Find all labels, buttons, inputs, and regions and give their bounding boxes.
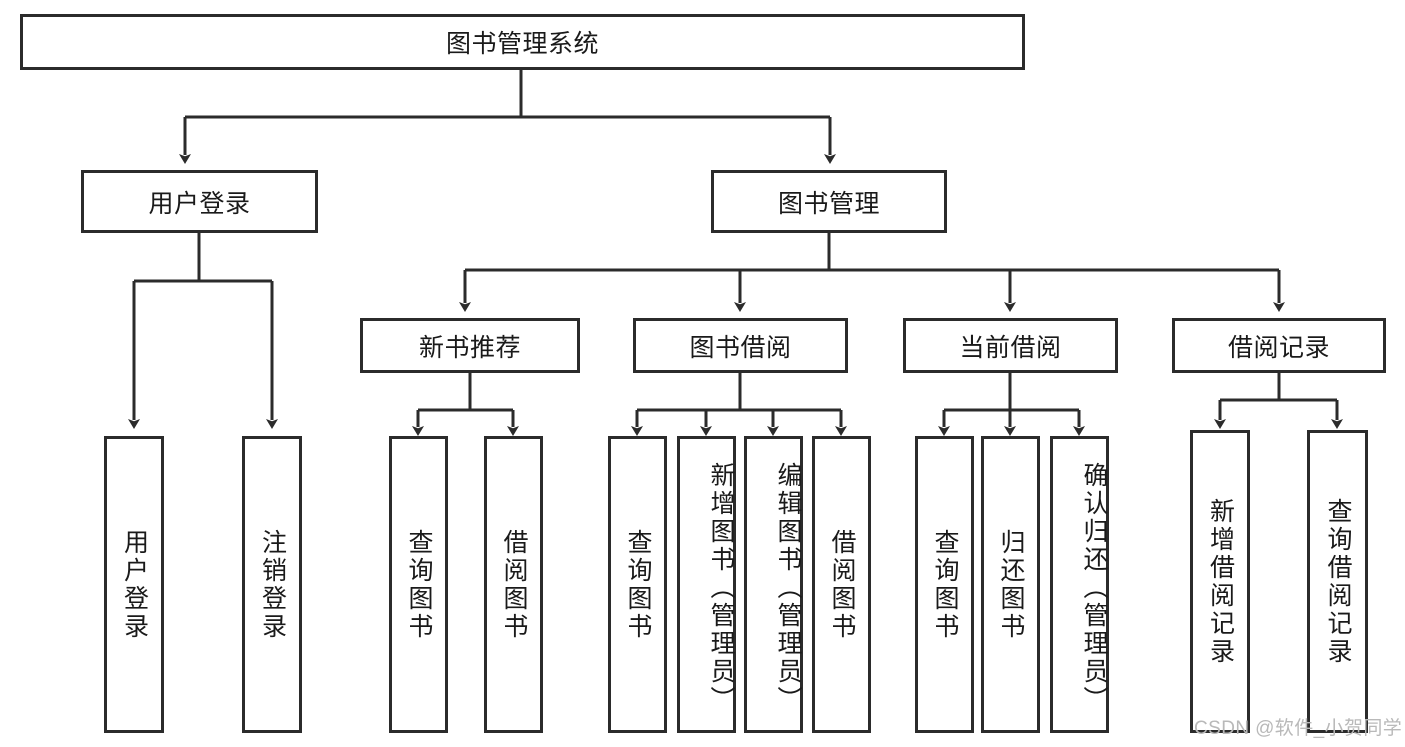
- node-label: 当前借阅: [959, 333, 1062, 362]
- leaf-user-login-signin[interactable]: 用户登录: [104, 436, 164, 733]
- node-label: 查询图书: [405, 528, 433, 641]
- node-label: 查询借阅记录: [1324, 497, 1352, 666]
- node-new-book-recommend[interactable]: 新书推荐: [360, 318, 580, 373]
- node-label: 查询图书: [931, 528, 959, 641]
- node-label: 归还图书: [997, 528, 1025, 641]
- leaf-current-confirm-return[interactable]: 确认归还（管理员）: [1050, 436, 1109, 733]
- node-label: 确认归还（管理员）: [1080, 461, 1108, 714]
- leaf-recommend-borrow-book[interactable]: 借阅图书: [484, 436, 543, 733]
- node-label: 新增图书（管理员）: [707, 461, 735, 714]
- node-label: 用户登录: [120, 528, 149, 641]
- node-label: 借阅图书: [828, 528, 856, 641]
- node-label: 新增借阅记录: [1206, 497, 1235, 666]
- node-book-borrow[interactable]: 图书借阅: [633, 318, 848, 373]
- node-label: 编辑图书（管理员）: [774, 461, 802, 714]
- node-current-borrow[interactable]: 当前借阅: [903, 318, 1118, 373]
- leaf-record-add-record[interactable]: 新增借阅记录: [1190, 430, 1250, 733]
- node-borrow-record[interactable]: 借阅记录: [1172, 318, 1386, 373]
- node-label: 图书管理系统: [445, 30, 599, 58]
- leaf-borrow-edit-book[interactable]: 编辑图书（管理员）: [744, 436, 803, 733]
- leaf-borrow-add-book[interactable]: 新增图书（管理员）: [677, 436, 736, 733]
- node-label: 图书管理: [777, 189, 880, 218]
- node-label: 借阅记录: [1227, 333, 1330, 362]
- leaf-record-query-record[interactable]: 查询借阅记录: [1307, 430, 1368, 733]
- leaf-borrow-borrow-book[interactable]: 借阅图书: [812, 436, 871, 733]
- leaf-current-return-book[interactable]: 归还图书: [981, 436, 1040, 733]
- leaf-recommend-query-book[interactable]: 查询图书: [389, 436, 448, 733]
- leaf-current-query-book[interactable]: 查询图书: [915, 436, 974, 733]
- node-label: 查询图书: [624, 528, 652, 641]
- watermark-text: CSDN @软件_小贺同学: [1194, 718, 1403, 739]
- node-book-management[interactable]: 图书管理: [711, 170, 947, 233]
- node-label: 注销登录: [258, 528, 287, 641]
- leaf-borrow-query-book[interactable]: 查询图书: [608, 436, 667, 733]
- node-label: 用户登录: [148, 189, 251, 218]
- node-label: 新书推荐: [418, 333, 521, 362]
- node-user-login[interactable]: 用户登录: [81, 170, 318, 233]
- leaf-user-login-signout[interactable]: 注销登录: [242, 436, 302, 733]
- node-root-system[interactable]: 图书管理系统: [20, 14, 1025, 70]
- node-label: 借阅图书: [500, 528, 528, 641]
- node-label: 图书借阅: [689, 333, 792, 362]
